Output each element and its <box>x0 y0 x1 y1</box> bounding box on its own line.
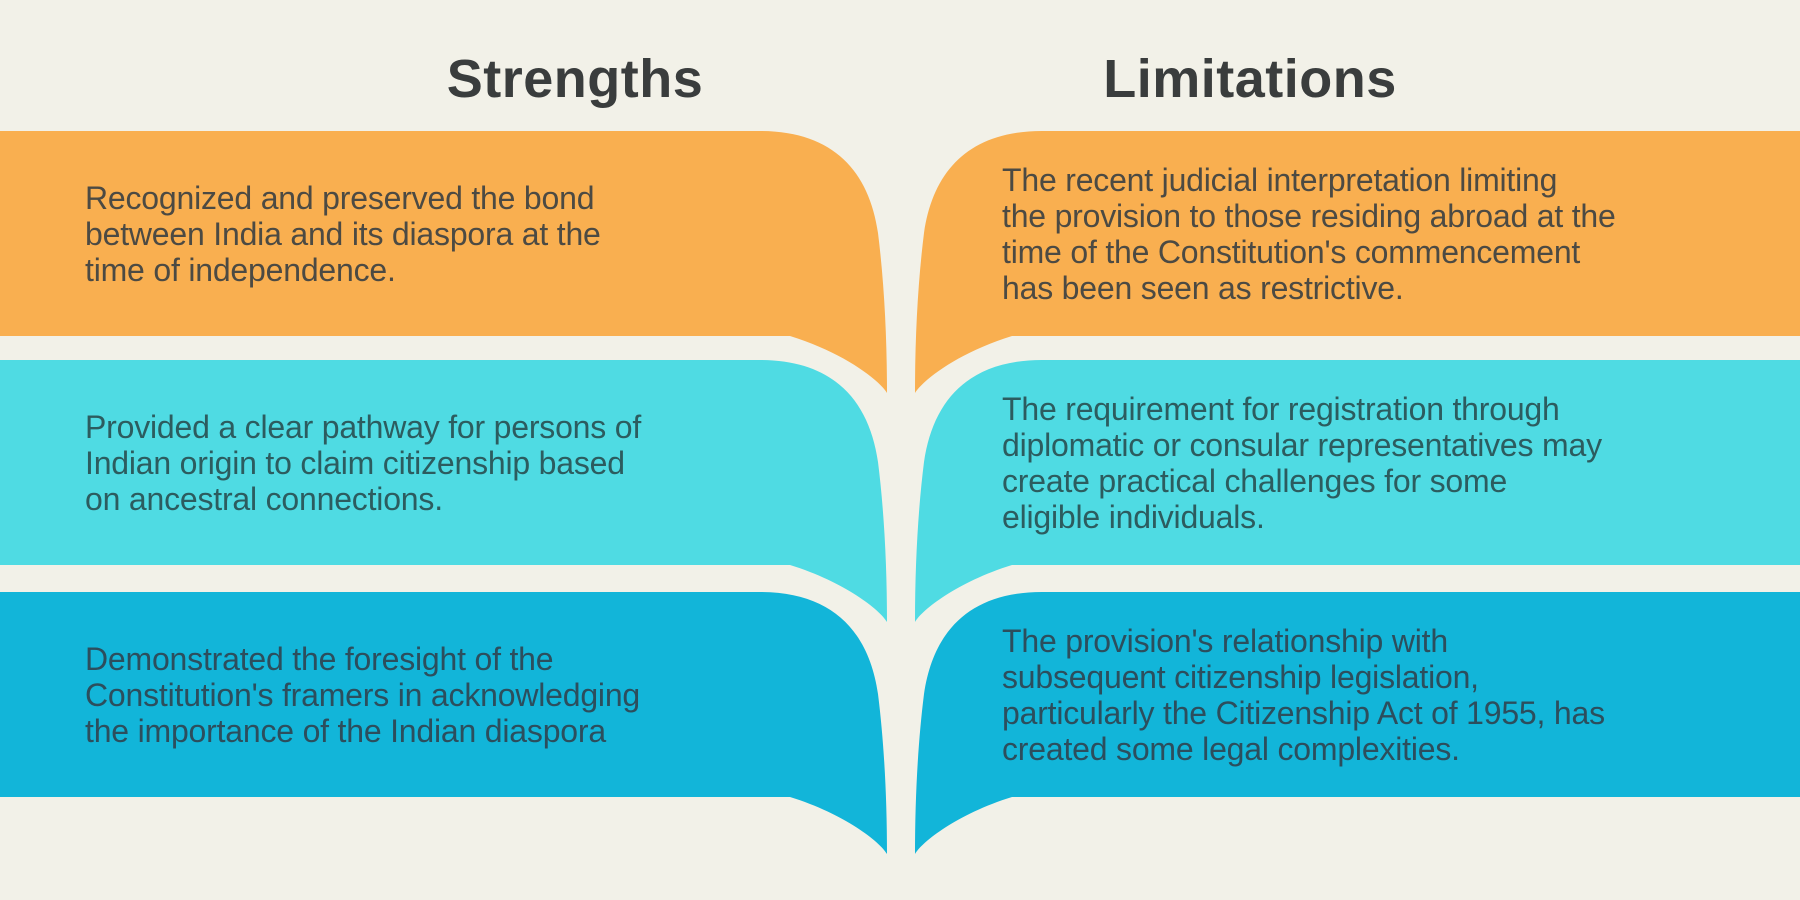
strengths-card-1-shape <box>0 131 887 393</box>
limitations-card-3-shape <box>915 592 1800 854</box>
limitations-card-2-shape <box>915 360 1800 622</box>
strengths-heading: Strengths <box>446 49 704 109</box>
limitations-card-1-shape <box>915 131 1800 393</box>
strengths-card-3-shape <box>0 592 887 854</box>
limitations-heading: Limitations <box>1103 49 1397 109</box>
strengths-card-2-shape <box>0 360 887 622</box>
